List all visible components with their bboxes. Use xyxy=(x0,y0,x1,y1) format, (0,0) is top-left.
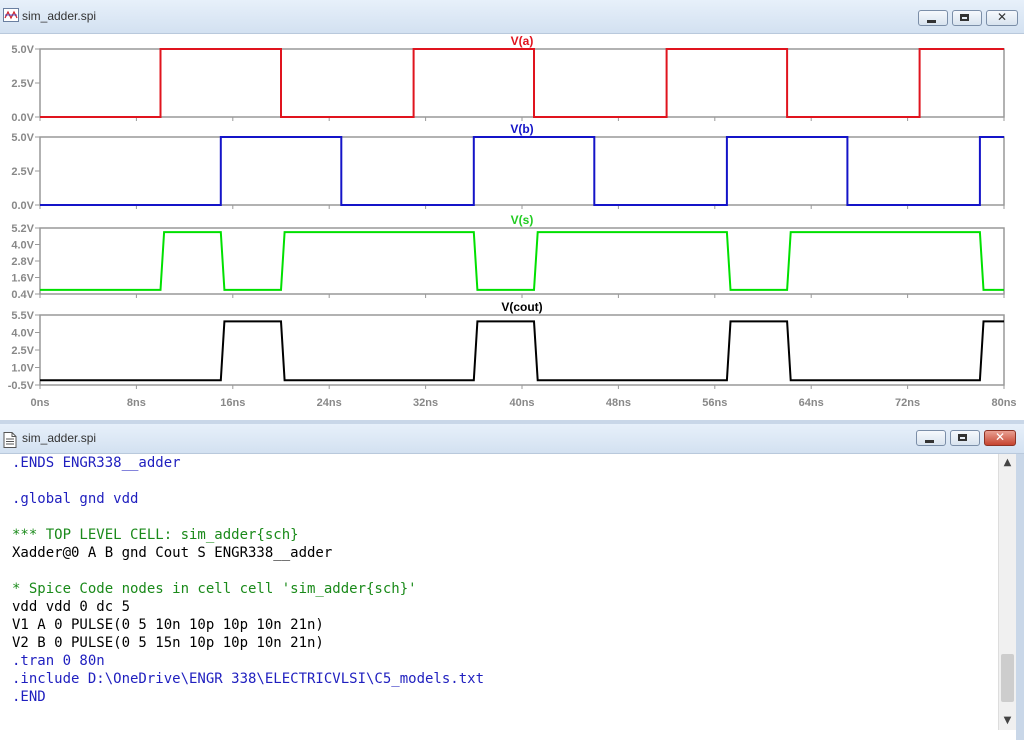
netlist-window: sim_adder.spi ✕ .ENDS ENGR338__adder .glo… xyxy=(0,424,1024,740)
plot-frame xyxy=(39,136,1005,206)
trace-line xyxy=(40,136,1004,206)
x-tick-label: 16ns xyxy=(220,397,245,409)
netlist-minimize-button[interactable] xyxy=(916,430,946,446)
minimize-button[interactable] xyxy=(918,10,948,26)
netlist-window-title: sim_adder.spi xyxy=(22,431,97,445)
y-tick-label: 2.8V xyxy=(11,256,34,268)
scroll-up-icon[interactable]: ▲ xyxy=(1003,457,1012,468)
netlist-line: V2 B 0 PULSE(0 5 15n 10p 10p 10n 21n) xyxy=(12,635,324,651)
trace-label: V(s) xyxy=(511,213,534,227)
plot-frame xyxy=(39,227,1005,295)
close-icon: ✕ xyxy=(994,430,1006,444)
x-tick-label: 24ns xyxy=(317,397,342,409)
x-tick-label: 48ns xyxy=(606,397,631,409)
y-tick-label: 4.0V xyxy=(11,328,34,340)
scroll-thumb[interactable] xyxy=(1001,654,1014,702)
window-frame-edge xyxy=(1016,454,1024,740)
waveform-app-icon xyxy=(3,8,19,22)
trace-line xyxy=(40,48,1004,118)
netlist-line: V1 A 0 PULSE(0 5 10n 10p 10p 10n 21n) xyxy=(12,617,324,633)
netlist-close-button[interactable]: ✕ xyxy=(984,430,1016,446)
maximize-icon xyxy=(960,14,969,21)
trace-label: V(b) xyxy=(510,122,533,136)
x-tick-label: 40ns xyxy=(509,397,534,409)
minimize-icon xyxy=(925,440,934,443)
x-tick-label: 0ns xyxy=(31,397,50,409)
y-tick-label: 2.5V xyxy=(11,345,34,357)
netlist-line: *** TOP LEVEL CELL: sim_adder{sch} xyxy=(12,527,299,543)
maximize-icon xyxy=(958,434,967,441)
plot-frame xyxy=(39,48,1005,118)
netlist-line xyxy=(12,472,998,490)
maximize-button[interactable] xyxy=(952,10,982,26)
netlist-line xyxy=(12,562,998,580)
plot-frame xyxy=(39,314,1005,386)
y-tick-label: -0.5V xyxy=(8,380,35,392)
y-tick-label: 5.2V xyxy=(11,223,34,235)
waveform-titlebar[interactable]: sim_adder.spi ✕ xyxy=(0,0,1024,34)
netlist-scrollbar[interactable]: ▲ ▼ xyxy=(998,454,1016,730)
trace-line xyxy=(40,320,1004,382)
netlist-line: * Spice Code nodes in cell cell 'sim_add… xyxy=(12,581,417,597)
x-tick-label: 72ns xyxy=(895,397,920,409)
y-tick-label: 5.0V xyxy=(11,44,34,56)
y-tick-label: 4.0V xyxy=(11,240,34,252)
netlist-text-area[interactable]: .ENDS ENGR338__adder .global gnd vdd *** T… xyxy=(0,454,998,740)
netlist-line: Xadder@0 A B gnd Cout S ENGR338__adder xyxy=(12,545,333,561)
waveform-window: sim_adder.spi ✕ V(a) 0.0V 2.5V 5.0V V(b) 0.0V… xyxy=(0,0,1024,420)
x-tick-label: 32ns xyxy=(413,397,438,409)
y-tick-label: 0.0V xyxy=(11,200,34,212)
netlist-line: vdd vdd 0 dc 5 xyxy=(12,599,131,615)
waveform-plots[interactable]: V(a) 0.0V 2.5V 5.0V V(b) 0.0V 2.5V 5.0V V(s) 0.4V… xyxy=(0,34,1024,420)
x-tick-label: 8ns xyxy=(127,397,146,409)
trace-line xyxy=(40,231,1004,291)
scroll-down-icon[interactable]: ▼ xyxy=(1003,715,1012,726)
netlist-line: .ENDS ENGR338__adder xyxy=(12,455,181,471)
waveform-window-title: sim_adder.spi xyxy=(22,9,97,23)
trace-label: V(cout) xyxy=(501,300,542,314)
y-tick-label: 2.5V xyxy=(11,166,34,178)
x-tick-label: 80ns xyxy=(991,397,1016,409)
minimize-icon xyxy=(927,20,936,23)
y-tick-label: 2.5V xyxy=(11,78,34,90)
netlist-line: .tran 0 80n xyxy=(12,653,105,669)
y-tick-label: 5.5V xyxy=(11,310,34,322)
netlist-line: .include D:\OneDrive\ENGR 338\ELECTRICVL… xyxy=(12,671,485,687)
x-tick-label: 64ns xyxy=(799,397,824,409)
netlist-titlebar[interactable]: sim_adder.spi ✕ xyxy=(0,424,1024,454)
document-icon xyxy=(3,432,17,448)
y-tick-label: 5.0V xyxy=(11,132,34,144)
netlist-line xyxy=(12,508,998,526)
netlist-maximize-button[interactable] xyxy=(950,430,980,446)
netlist-line: .global gnd vdd xyxy=(12,491,139,507)
x-tick-label: 56ns xyxy=(702,397,727,409)
y-tick-label: 1.0V xyxy=(11,363,34,375)
close-icon: ✕ xyxy=(996,10,1008,24)
trace-label: V(a) xyxy=(511,34,534,48)
y-tick-label: 0.4V xyxy=(11,289,34,301)
close-button[interactable]: ✕ xyxy=(986,10,1018,26)
netlist-line: .END xyxy=(12,689,46,705)
y-tick-label: 0.0V xyxy=(11,112,34,124)
y-tick-label: 1.6V xyxy=(11,273,34,285)
